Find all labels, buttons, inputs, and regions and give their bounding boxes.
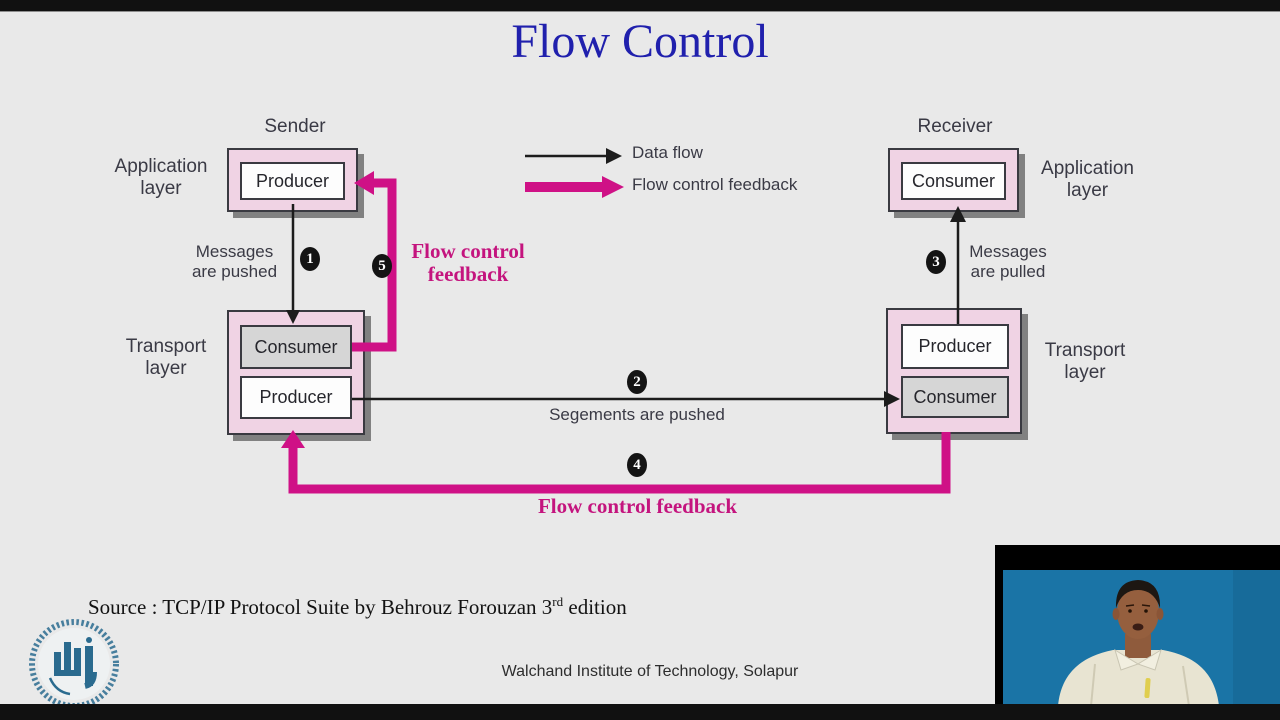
source-citation: Source : TCP/IP Protocol Suite by Behrou… [88, 594, 627, 620]
feedback-label-upper: Flow control feedback [411, 239, 525, 287]
presenter-figure [1003, 570, 1280, 706]
bottom-letterbox-bar [0, 704, 1280, 720]
receiver-app-consumer-box: Consumer [901, 162, 1006, 200]
receiver-label: Receiver [917, 116, 993, 137]
sender-application-layer-box: Producer [227, 148, 358, 212]
source-text: Source : TCP/IP Protocol Suite by Behrou… [88, 595, 553, 619]
presenter-video[interactable] [995, 545, 1280, 720]
slide-title: Flow Control [511, 15, 769, 68]
presenter-video-screen [1003, 570, 1280, 706]
receiver-application-layer-label: Application layer [1041, 158, 1134, 202]
walchand-institute-logo-icon [29, 619, 119, 709]
sender-label: Sender [264, 116, 326, 137]
sender-transport-layer-label: Transport layer [125, 336, 207, 380]
receiver-transport-layer-label: Transport layer [1044, 340, 1126, 384]
messages-pulled-label: Messages are pulled [969, 242, 1047, 282]
institute-name: Walchand Institute of Technology, Solapu… [501, 663, 799, 680]
source-superscript: rd [552, 594, 564, 609]
sender-application-layer-label: Application layer [114, 156, 208, 200]
sender-app-producer-box: Producer [240, 162, 345, 200]
segments-pushed-label: Segements are pushed [549, 405, 725, 424]
receiver-transport-consumer-box: Consumer [901, 376, 1009, 418]
source-text-suffix: edition [563, 595, 627, 619]
top-letterbox-bar [0, 0, 1280, 12]
receiver-transport-producer-box: Producer [901, 324, 1009, 369]
step-badge-1: 1 [300, 247, 320, 271]
legend-data-flow-label: Data flow [632, 143, 703, 162]
legend-feedback-label: Flow control feedback [632, 175, 798, 194]
feedback-label-lower: Flow control feedback [537, 494, 738, 518]
receiver-transport-layer-box: Producer Consumer [886, 308, 1022, 434]
messages-pushed-label: Messages are pushed [191, 242, 278, 282]
sender-transport-layer-box: Consumer Producer [227, 310, 365, 435]
sender-transport-producer-box: Producer [240, 376, 352, 419]
sender-transport-consumer-box: Consumer [240, 325, 352, 369]
step-badge-2: 2 [627, 370, 647, 394]
step-badge-5: 5 [372, 254, 392, 278]
receiver-application-layer-box: Consumer [888, 148, 1019, 212]
step-badge-4: 4 [627, 453, 647, 477]
step-badge-3: 3 [926, 250, 946, 274]
